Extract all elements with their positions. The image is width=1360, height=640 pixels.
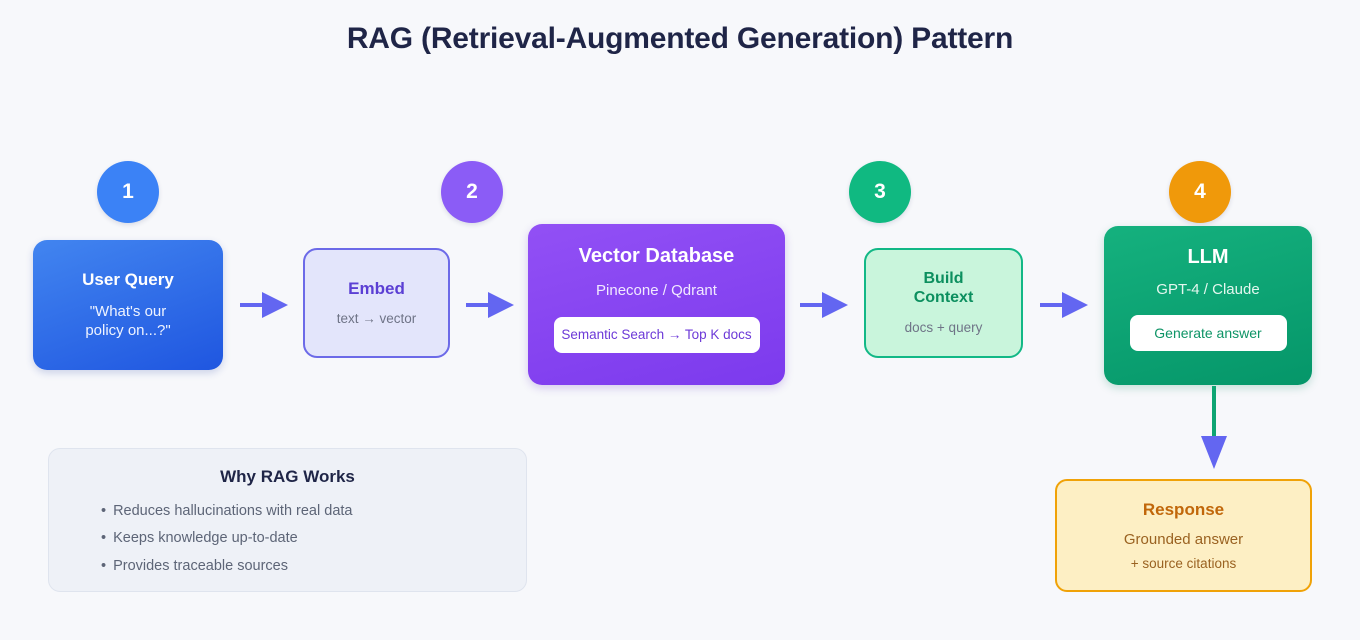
why-rag-works-panel: Why RAG Works Reduces hallucinations wit…	[48, 448, 527, 592]
generate-answer-chip[interactable]: Generate answer	[1129, 314, 1287, 351]
arrow-head	[262, 292, 288, 318]
arrow-embed-to-vector-db	[466, 292, 514, 318]
node-response-subtitle-2: + source citations	[1130, 555, 1237, 571]
node-llm[interactable]: LLM GPT-4 / Claude Generate answer	[1104, 226, 1312, 385]
node-vector-database[interactable]: Vector Database Pinecone / Qdrant Semant…	[528, 224, 785, 385]
node-user-query-title: User Query	[82, 270, 174, 290]
arrow-head	[822, 292, 848, 318]
step-badge-3: 3	[849, 161, 911, 223]
arrow-head	[1062, 292, 1088, 318]
node-vector-database-title: Vector Database	[578, 245, 735, 267]
list-item: Reduces hallucinations with real data	[101, 503, 500, 520]
step-badge-1: 1	[97, 161, 159, 223]
arrow-stem	[1212, 386, 1216, 438]
why-rag-works-list: Reduces hallucinations with real data Ke…	[75, 503, 500, 575]
list-item: Keeps knowledge up-to-date	[101, 530, 500, 547]
node-user-query-subtitle: "What's our	[89, 303, 167, 321]
node-llm-title: LLM	[1187, 246, 1229, 268]
node-build-context-title-line1: Build	[923, 269, 964, 287]
why-rag-works-title: Why RAG Works	[220, 467, 355, 486]
page-title: RAG (Retrieval-Augmented Generation) Pat…	[346, 22, 1014, 55]
semantic-search-chip[interactable]: Semantic Search → Top K docs	[553, 316, 760, 353]
node-user-query[interactable]: User Query "What's our policy on...?"	[33, 240, 223, 370]
arrow-head	[488, 292, 514, 318]
node-embed[interactable]: Embed text → vector	[303, 248, 450, 358]
node-build-context[interactable]: Build Context docs + query	[864, 248, 1023, 358]
list-item: Provides traceable sources	[101, 558, 500, 575]
node-llm-subtitle: GPT-4 / Claude	[1156, 280, 1260, 298]
node-embed-title: Embed	[348, 278, 405, 298]
node-user-query-subtitle-2: policy on...?"	[85, 321, 171, 339]
node-response[interactable]: Response Grounded answer + source citati…	[1055, 479, 1312, 592]
node-response-subtitle: Grounded answer	[1123, 531, 1244, 549]
arrow-stem	[240, 303, 262, 307]
arrow-head	[1201, 436, 1227, 469]
arrow-stem	[800, 303, 822, 307]
node-build-context-subtitle: docs + query	[904, 319, 983, 335]
node-response-title: Response	[1142, 500, 1225, 520]
step-badge-4: 4	[1169, 161, 1231, 223]
arrow-vector-db-to-build-context	[800, 292, 848, 318]
arrow-user-query-to-embed	[240, 292, 288, 318]
node-vector-database-subtitle: Pinecone / Qdrant	[596, 281, 717, 299]
node-build-context-title-line2: Context	[913, 288, 974, 306]
arrow-stem	[466, 303, 488, 307]
step-badge-2: 2	[441, 161, 503, 223]
arrow-build-context-to-llm	[1040, 292, 1088, 318]
arrow-stem	[1040, 303, 1062, 307]
arrow-llm-to-response	[1201, 386, 1227, 470]
node-embed-subtitle: text → vector	[336, 310, 417, 326]
